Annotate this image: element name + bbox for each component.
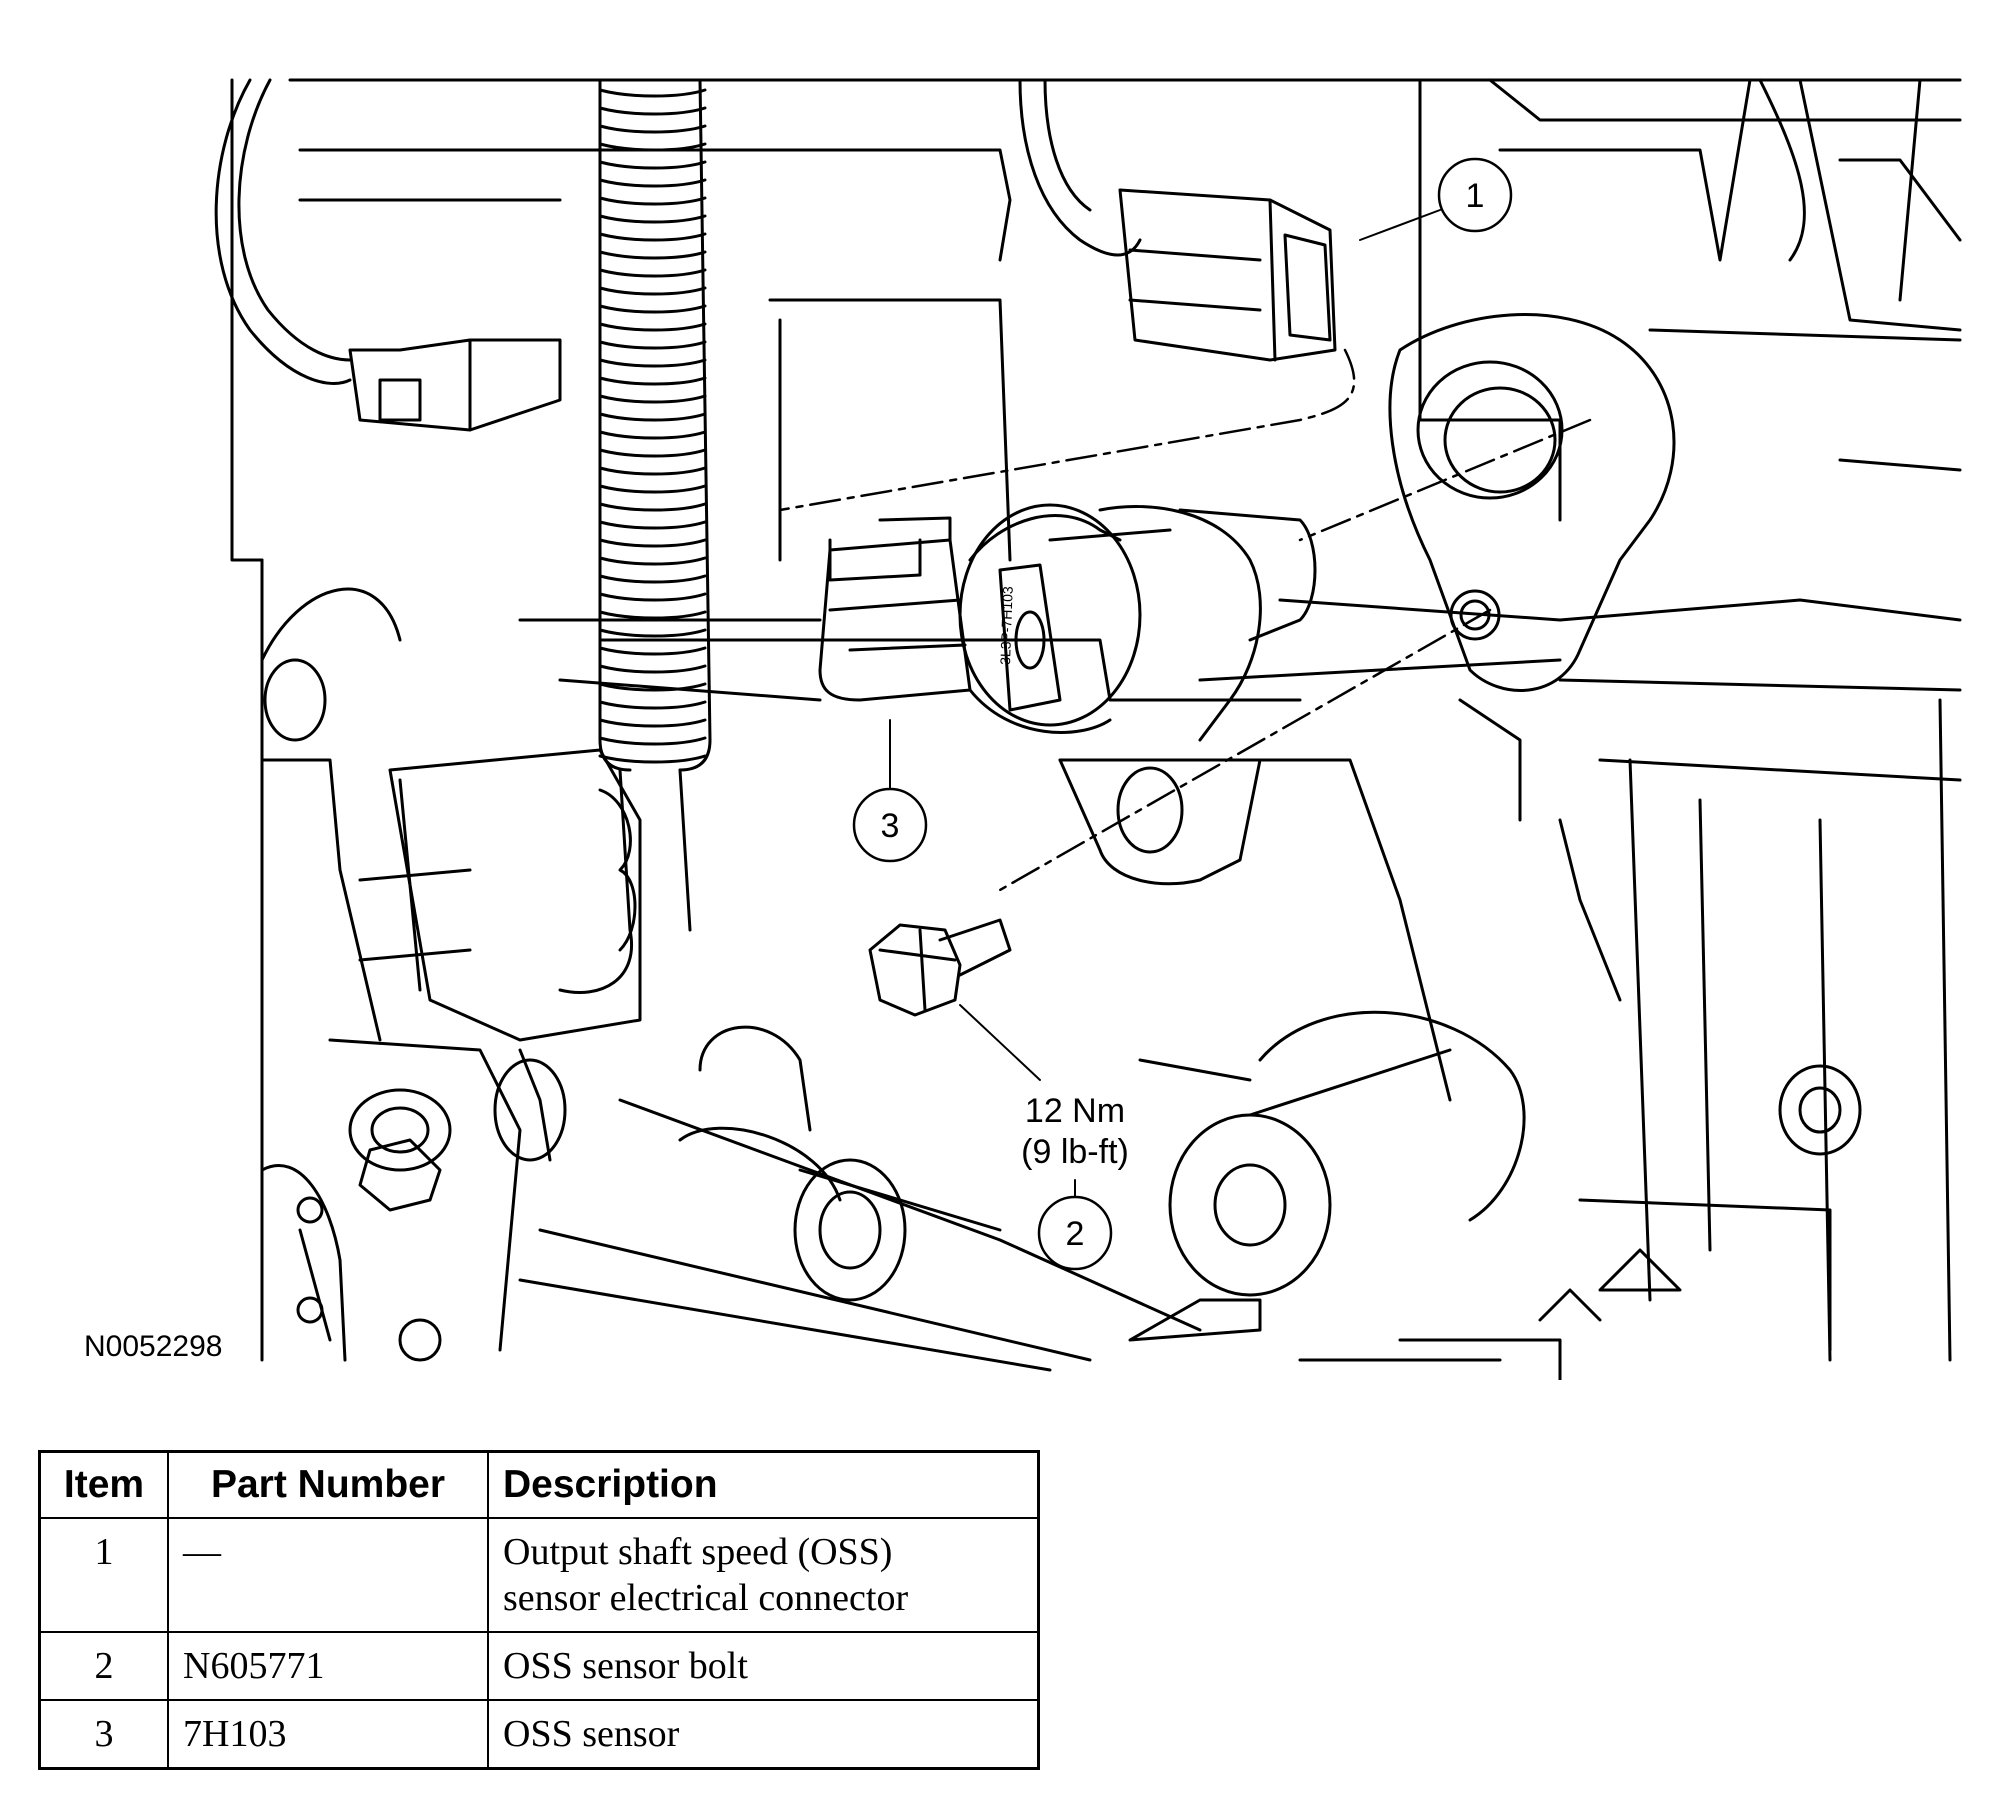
conduit-ridge (598, 304, 707, 314)
item-cell: 2 (38, 1631, 169, 1701)
conduit-ridge (598, 142, 707, 152)
item-cell: 3 (38, 1699, 169, 1770)
oss-sensor-bolt (868, 918, 1012, 1017)
conduit-ridge (598, 88, 707, 98)
conduit-ridge (598, 160, 707, 170)
callout-2: 2 (1037, 1195, 1113, 1271)
conduit-ridge (598, 466, 707, 476)
table-header-row: Item Part Number Description (38, 1450, 1040, 1519)
wiring-harness-left (214, 78, 562, 432)
conduit-ridge (598, 124, 707, 134)
column-header-item: Item (38, 1450, 169, 1519)
column-header-part-number: Part Number (167, 1450, 489, 1519)
description-line: OSS sensor bolt (503, 1645, 748, 1687)
description-cell: Output shaft speed (OSS) sensor electric… (487, 1517, 1040, 1633)
conduit-ridge (598, 574, 707, 584)
description-line: sensor electrical connector (503, 1577, 909, 1619)
conduit-ridge (598, 196, 707, 206)
conduit-ridge (598, 250, 707, 260)
sensor-part-marking: 3L3P-7H103 (997, 586, 1016, 665)
range-sensor-assembly (260, 587, 642, 1362)
conduit-ridge (598, 394, 707, 404)
conduit-ridge (598, 340, 707, 350)
torque-metric: 12 Nm (1025, 1092, 1125, 1130)
conduit-ridge (598, 628, 707, 638)
leader-lines (889, 209, 1441, 1201)
description-line: OSS sensor (503, 1713, 680, 1755)
conduit-ridge (598, 520, 707, 530)
part-number-cell: 7H103 (167, 1699, 489, 1770)
conduit-ridge (598, 448, 707, 458)
parts-table: Item Part Number Description 1 — Output … (38, 1450, 1040, 1770)
conduit-ridge (598, 502, 707, 512)
oss-sensor (818, 503, 1317, 886)
sensor-bore-boss (1388, 313, 1676, 692)
solenoid-stubs (678, 1010, 1862, 1302)
conduit-ridge (598, 430, 707, 440)
conduit-ridge (598, 736, 707, 746)
conduit-ridge (598, 718, 707, 728)
svg-text:1: 1 (1466, 177, 1485, 215)
svg-text:2: 2 (1066, 1215, 1085, 1253)
exploded-view-illustration: 3L3P-7H103 (214, 78, 1962, 1380)
conduit-ridge (598, 268, 707, 278)
torque-imperial: (9 lb-ft) (1021, 1133, 1129, 1171)
conduit-ridge (598, 484, 707, 494)
figure-id: N0052298 (84, 1330, 223, 1363)
callout-1: 1 (1437, 157, 1513, 233)
part-number-cell: N605771 (167, 1631, 489, 1701)
conduit-ridge (598, 556, 707, 566)
conduit-ridge (598, 322, 707, 332)
conduit-ridge (598, 232, 707, 242)
wiring-harness-right (1018, 78, 1142, 257)
item-cell: 1 (38, 1517, 169, 1633)
column-header-description: Description (487, 1450, 1040, 1519)
corrugated-conduit (558, 78, 712, 994)
conduit-ridge (598, 106, 707, 116)
table-row: 1 — Output shaft speed (OSS) sensor elec… (38, 1517, 1040, 1633)
conduit-ridge (598, 700, 707, 710)
conduit-ridge (598, 592, 707, 602)
description-line: Output shaft speed (OSS) (503, 1531, 893, 1573)
conduit-ridge (598, 646, 707, 656)
oss-sensor-connector (1118, 188, 1337, 362)
conduit-ridge (598, 358, 707, 368)
table-row: 3 7H103 OSS sensor (38, 1699, 1040, 1770)
conduit-ridge (598, 682, 707, 692)
description-cell: OSS sensor bolt (487, 1631, 1040, 1701)
table-row: 2 N605771 OSS sensor bolt (38, 1631, 1040, 1701)
conduit-ridge (598, 664, 707, 674)
alignment-lines (778, 348, 1592, 892)
conduit-ridge (598, 610, 707, 620)
conduit-ridge (598, 214, 707, 224)
transmission-case (230, 78, 1962, 1380)
conduit-ridge (598, 376, 707, 386)
description-cell: OSS sensor (487, 1699, 1040, 1770)
part-number-cell: — (167, 1517, 489, 1633)
conduit-ridge (598, 178, 707, 188)
conduit-ridge (598, 754, 707, 764)
callout-3: 3 (852, 787, 928, 863)
conduit-ridge (598, 538, 707, 548)
svg-text:3: 3 (881, 807, 900, 845)
conduit-ridge (598, 412, 707, 422)
conduit-ridge (598, 286, 707, 296)
